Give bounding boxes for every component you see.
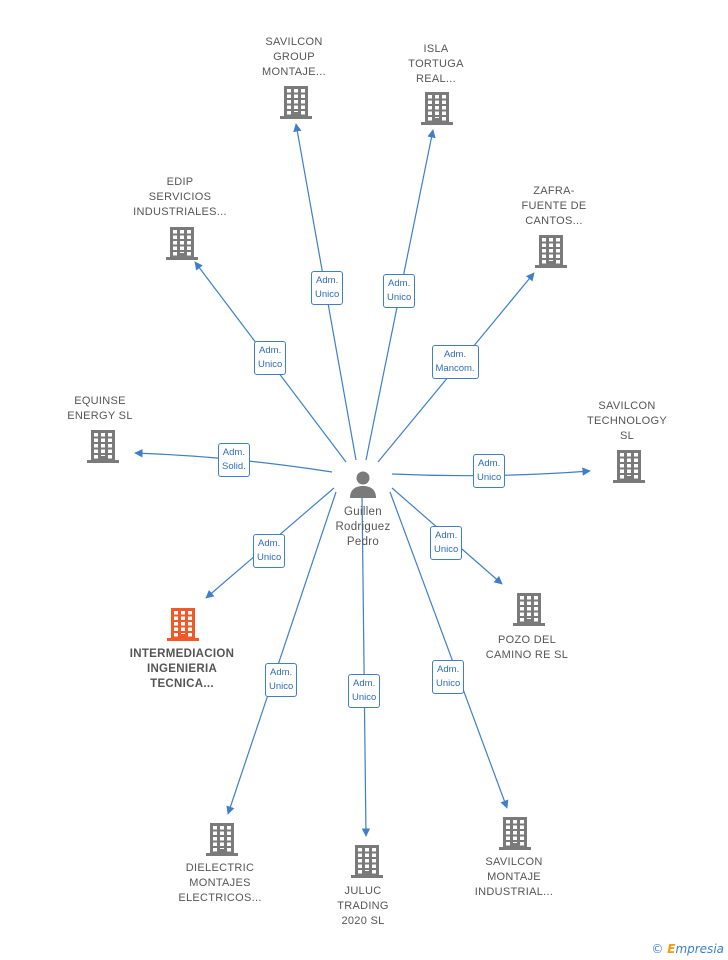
company-name-savilcon-montaje[interactable]: SAVILCON MONTAJE INDUSTRIAL... <box>474 856 554 898</box>
company-name-equinse[interactable]: EQUINSE ENERGY SL <box>67 395 133 422</box>
relation-badge-edip: Adm. Unico <box>254 341 287 375</box>
empresia-logo: © Empresia <box>651 942 724 956</box>
building-icon[interactable] <box>420 90 454 131</box>
relation-badge-intermediacion: Adm. Unico <box>253 534 286 568</box>
relation-badge-pozo: Adm. Unico <box>430 526 463 560</box>
building-icon[interactable] <box>166 606 200 647</box>
edge-dielectric <box>226 491 337 815</box>
relation-badge-isla-tortuga: Adm. Unico <box>383 274 416 308</box>
building-icon[interactable] <box>612 448 646 489</box>
company-name-zafra[interactable]: ZAFRA- FUENTE DE CANTOS... <box>521 185 587 227</box>
building-icon[interactable] <box>165 225 199 266</box>
relation-badge-equinse: Adm. Solid. <box>218 443 250 477</box>
person-name[interactable]: Guillen Rodriguez Pedro <box>335 506 391 548</box>
company-name-pozo[interactable]: POZO DEL CAMINO RE SL <box>485 634 569 661</box>
relation-badge-juluc: Adm. Unico <box>348 674 381 708</box>
company-name-isla-tortuga[interactable]: ISLA TORTUGA REAL... <box>408 43 464 85</box>
company-name-savilcon-tech[interactable]: SAVILCON TECHNOLOGY SL <box>586 400 667 442</box>
company-name-dielectric[interactable]: DIELECTRIC MONTAJES ELECTRICOS... <box>178 862 262 904</box>
building-icon[interactable] <box>350 843 384 884</box>
edge-savilcon-montaje <box>389 491 509 809</box>
building-icon[interactable] <box>205 821 239 862</box>
building-icon[interactable] <box>498 815 532 856</box>
company-name-edip[interactable]: EDIP SERVICIOS INDUSTRIALES... <box>133 176 227 218</box>
building-icon[interactable] <box>279 84 313 125</box>
relation-badge-savilcon-montaje: Adm. Unico <box>432 660 465 694</box>
building-icon[interactable] <box>86 428 120 469</box>
relation-badge-dielectric: Adm. Unico <box>265 663 298 697</box>
company-name-savilcon-group[interactable]: SAVILCON GROUP MONTAJE... <box>262 36 326 78</box>
relation-badge-savilcon-group: Adm. Unico <box>311 271 344 305</box>
building-icon[interactable] <box>534 233 568 274</box>
edge-juluc <box>361 493 371 837</box>
relation-badge-zafra: Adm. Mancom. <box>431 345 479 379</box>
building-icon[interactable] <box>512 591 546 632</box>
person-icon[interactable] <box>348 469 378 504</box>
relation-badge-savilcon-tech: Adm. Unico <box>473 454 506 488</box>
company-name-intermediacion[interactable]: INTERMEDIACION INGENIERIA TECNICA... <box>129 648 235 690</box>
company-name-juluc[interactable]: JULUC TRADING 2020 SL <box>337 885 389 927</box>
